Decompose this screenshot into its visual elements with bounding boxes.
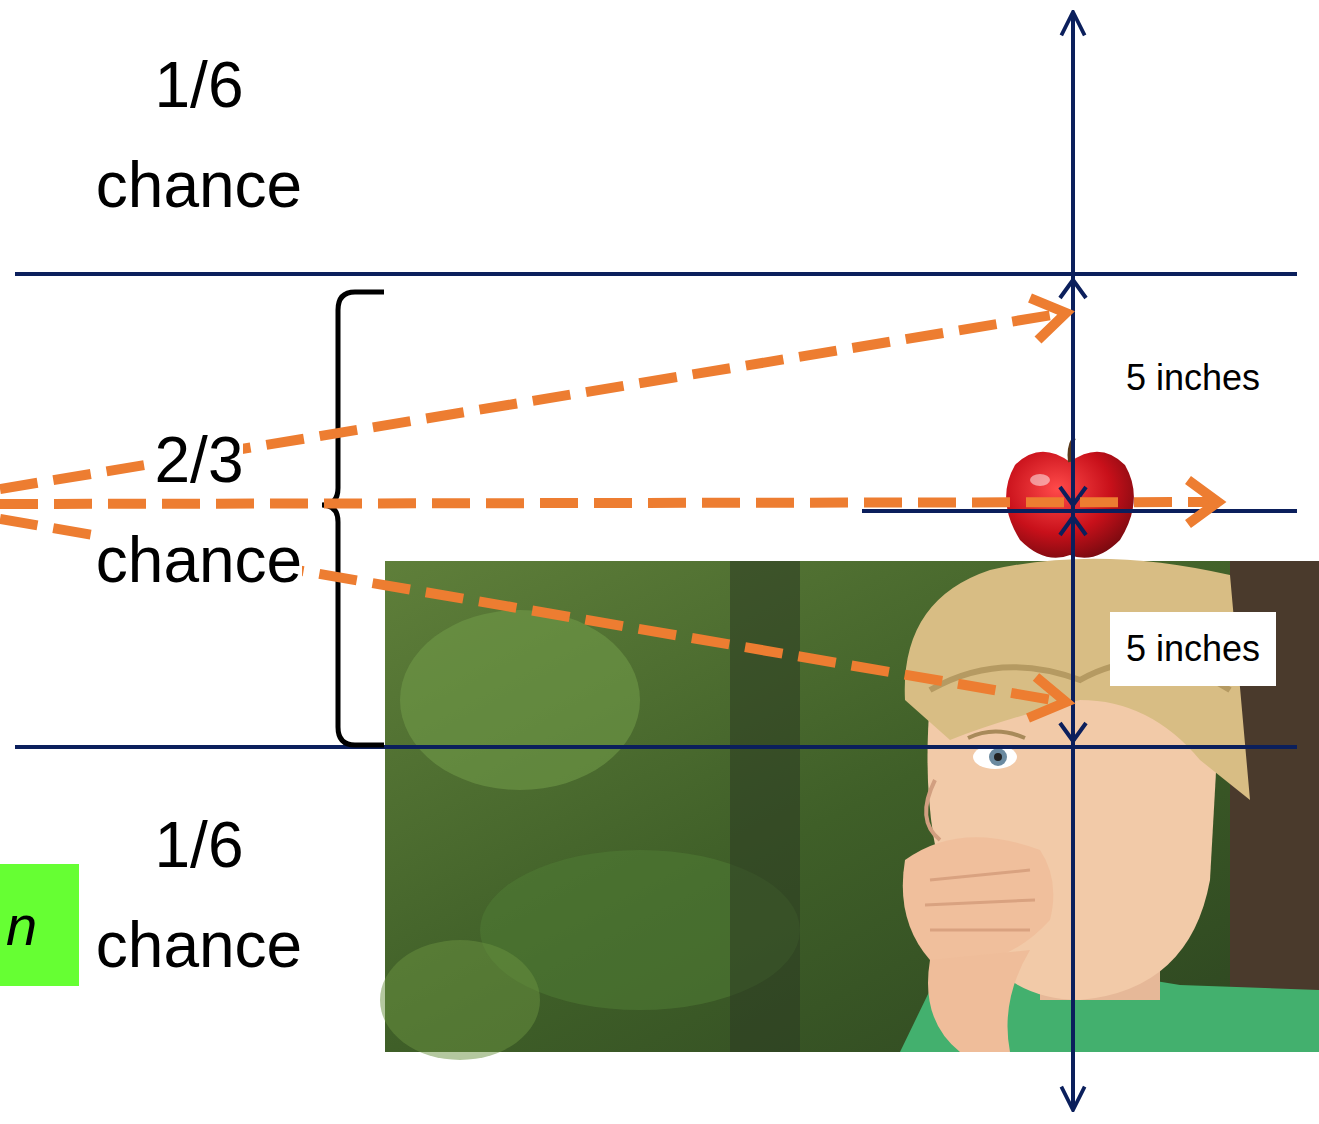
highlight-box: n (0, 864, 79, 986)
trajectory-line (0, 502, 1215, 504)
band-lines (15, 12, 1297, 1110)
label-text: 1/6 chance (96, 49, 302, 221)
label-text: 1/6 chance (96, 809, 302, 981)
apple-level-line (862, 509, 1297, 513)
curly-bracket (322, 292, 384, 745)
trajectory-head (1188, 480, 1218, 524)
node-text: n (6, 893, 37, 958)
dimension-label: 5 inches (1110, 612, 1276, 686)
dimension-label: 5 inches (1122, 352, 1264, 404)
trajectory-head (1028, 677, 1066, 718)
probability-label: 1/6 chance (65, 795, 333, 995)
probability-label: 1/6 chance (65, 35, 333, 235)
band-divider (15, 745, 1297, 749)
band-divider (15, 272, 1297, 276)
trajectory-arrows (0, 298, 1218, 718)
dimension-arrowhead (1060, 517, 1086, 535)
label-text: 5 inches (1126, 628, 1260, 669)
trajectory-head (1030, 298, 1066, 340)
vertical-axis (1071, 12, 1075, 1110)
label-text: 5 inches (1126, 357, 1260, 398)
label-text: 2/3 chance (96, 424, 302, 596)
boy-photo (380, 559, 1319, 1060)
probability-label: 2/3 chance (65, 410, 333, 610)
dimension-arrowhead (1060, 280, 1086, 298)
dimension-arrowhead (1060, 723, 1086, 741)
